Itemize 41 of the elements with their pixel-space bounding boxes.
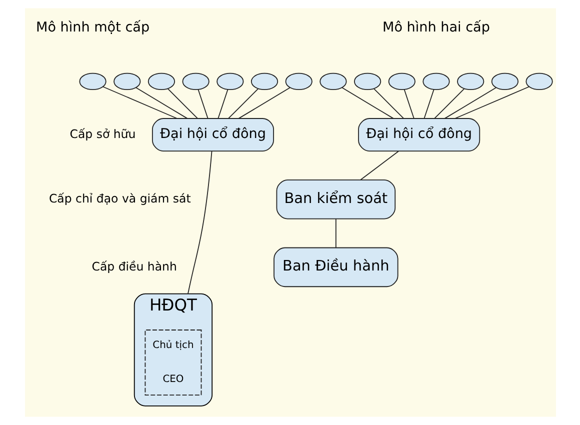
node-ellipse (113, 72, 140, 90)
node-box: Đại hội cổ đông (151, 118, 274, 152)
connector (166, 88, 198, 119)
node-ellipse (250, 72, 278, 90)
connector (454, 86, 529, 119)
node-ellipse (78, 72, 106, 90)
label: Cấp sở hữu (69, 126, 136, 141)
node-ellipse (147, 72, 175, 90)
node-box: Ban Điều hành (273, 247, 398, 288)
node-ellipse (354, 72, 381, 90)
node-ellipse (525, 72, 552, 90)
node-ellipse (319, 72, 346, 90)
label: Cấp điều hành (91, 259, 176, 274)
connector (135, 87, 188, 119)
connector (228, 88, 258, 119)
node-ellipse (216, 72, 244, 90)
label: Mô hình hai cấp (382, 19, 490, 36)
node-ellipse (388, 72, 415, 90)
connector (102, 86, 178, 119)
node-ellipse (456, 72, 484, 90)
node-box: Chủ tịch CEO (144, 330, 202, 396)
connector (372, 88, 404, 119)
node-ellipse (284, 72, 312, 90)
node-ellipse (422, 72, 450, 90)
connector (238, 87, 290, 119)
connector (434, 88, 464, 119)
node-ellipse (182, 72, 209, 90)
label: Mô hình một cấp (36, 19, 150, 36)
connector (186, 150, 212, 294)
connector (360, 150, 398, 180)
node-ellipse (490, 72, 518, 90)
connector (334, 218, 336, 248)
connector (197, 89, 208, 119)
connector (423, 89, 434, 119)
connector (341, 87, 394, 119)
connector (217, 89, 228, 119)
connector (444, 87, 496, 119)
label: Cấp chỉ đạo và giám sát (48, 191, 190, 206)
connector (403, 89, 414, 119)
node-box: Ban kiểm soát (276, 180, 396, 220)
node-box: Đại hội cổ đông (358, 118, 480, 152)
